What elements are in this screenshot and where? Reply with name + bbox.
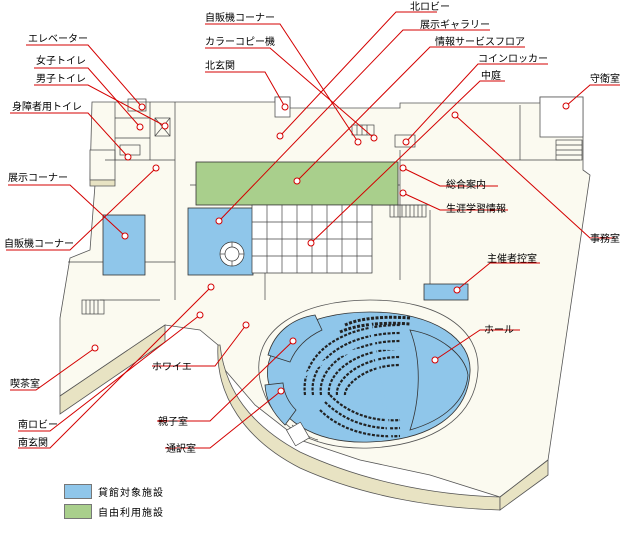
label-family-room: 親子室: [158, 415, 188, 428]
interpretation-room-area: [264, 382, 297, 426]
labels: エレベーター 女子トイレ 男子トイレ 身障者用トイレ 展示コーナー 自販機コーナ…: [4, 1, 620, 455]
label-mens-toilet: 男子トイレ: [36, 73, 86, 85]
legend-swatch-rental: [64, 483, 92, 499]
label-womens-toilet: 女子トイレ: [36, 54, 86, 67]
label-coin-locker: コインロッカー: [478, 53, 548, 65]
label-elevator: エレベーター: [28, 33, 88, 45]
label-foyer: ホワイエ: [152, 361, 192, 373]
label-general-info: 総合案内: [446, 178, 486, 191]
legend-label-rental: 貸館対象施設: [98, 487, 164, 499]
label-office: 事務室: [590, 232, 620, 245]
legend-item-rental: 貸館対象施設: [64, 481, 164, 501]
label-interpretation-room: 通訳室: [166, 442, 196, 455]
label-south-lobby: 南ロビー: [18, 418, 58, 431]
label-courtyard: 中庭: [481, 69, 501, 82]
label-north-entrance: 北玄関: [205, 59, 235, 72]
stairs: [81, 124, 583, 315]
hall: [258, 299, 479, 449]
legend-swatch-free: [64, 503, 92, 519]
courtyard-grid: [251, 204, 373, 274]
label-info-service-floor: 情報サービスフロア: [435, 35, 525, 48]
spiral-stair: [219, 241, 245, 267]
label-exhibit-gallery: 展示ギャラリー: [420, 19, 490, 31]
label-cafe: 喫茶室: [10, 377, 40, 390]
exhibit-corner-area: [102, 214, 146, 276]
label-north-lobby: 北ロビー: [410, 1, 450, 13]
building: [59, 96, 591, 511]
label-color-copier: カラーコピー機: [205, 35, 275, 48]
label-vending-corner-top: 自販機コーナー: [205, 11, 275, 24]
label-hall: ホール: [484, 324, 514, 336]
label-organizer-room: 主催者控室: [487, 252, 537, 265]
label-lifelong-learning: 生涯学習情報: [446, 202, 506, 215]
legend-item-free: 自由利用施設: [64, 501, 164, 521]
label-guard-room: 守衛室: [590, 72, 620, 85]
label-accessible-toilet: 身障者用トイレ: [12, 100, 82, 113]
label-exhibit-corner: 展示コーナー: [8, 172, 68, 184]
legend-label-free: 自由利用施設: [98, 507, 164, 519]
label-south-entrance: 南玄関: [18, 436, 48, 449]
legend: 貸館対象施設 自由利用施設: [64, 481, 164, 521]
label-vending-corner-left: 自販機コーナー: [4, 237, 74, 250]
callouts: [6, 11, 620, 449]
